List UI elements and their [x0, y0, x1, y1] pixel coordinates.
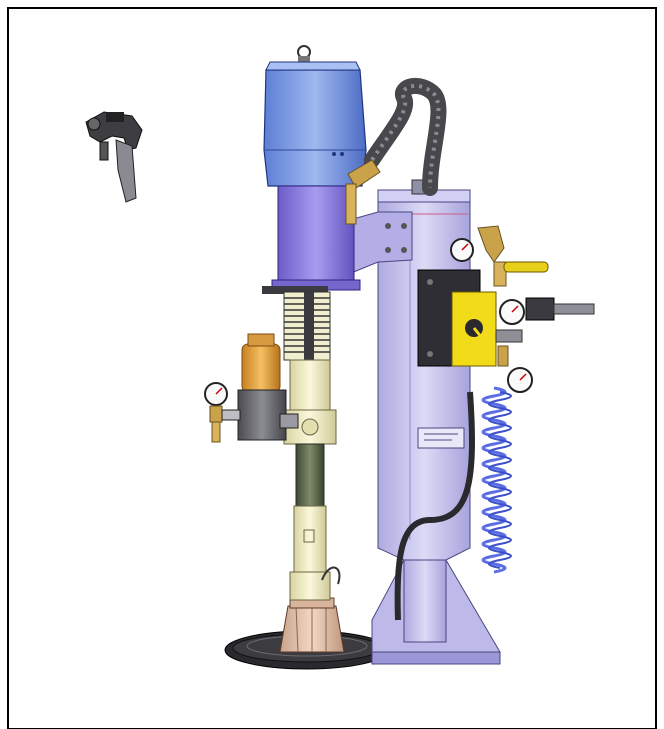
spray-gun — [85, 111, 143, 203]
air-hose-loop — [345, 77, 447, 225]
fluid-hose — [394, 391, 475, 621]
pump-motor-cover — [262, 45, 367, 294]
drum-cover — [279, 597, 345, 653]
coiled-air-hose — [481, 386, 512, 574]
fluid-filter — [204, 333, 299, 443]
air-controls-panel — [417, 225, 595, 393]
pump-lower — [283, 291, 341, 601]
